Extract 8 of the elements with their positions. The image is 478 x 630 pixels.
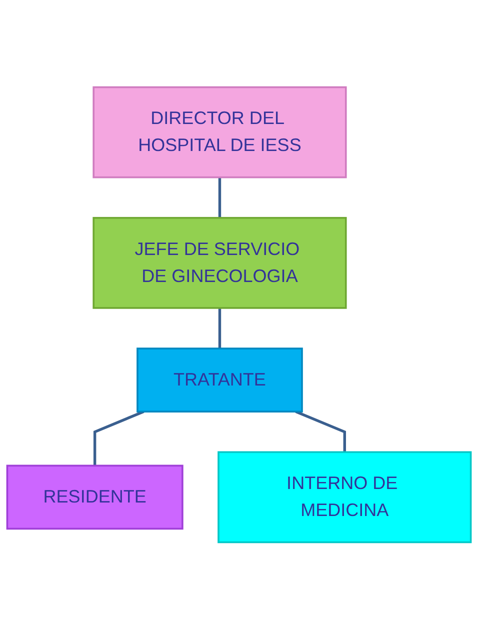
node-box: JEFE DE SERVICIO DE GINECOLOGIA [92,217,347,310]
node-box: INTERNO DE MEDICINA [218,452,472,544]
node-box: RESIDENTE [6,465,184,530]
node-box: DIRECTOR DEL HOSPITAL DE IESS [92,86,347,178]
connector [218,178,222,218]
connector [218,308,222,349]
connector [295,410,346,452]
node-box: TRATANTE [136,348,303,413]
